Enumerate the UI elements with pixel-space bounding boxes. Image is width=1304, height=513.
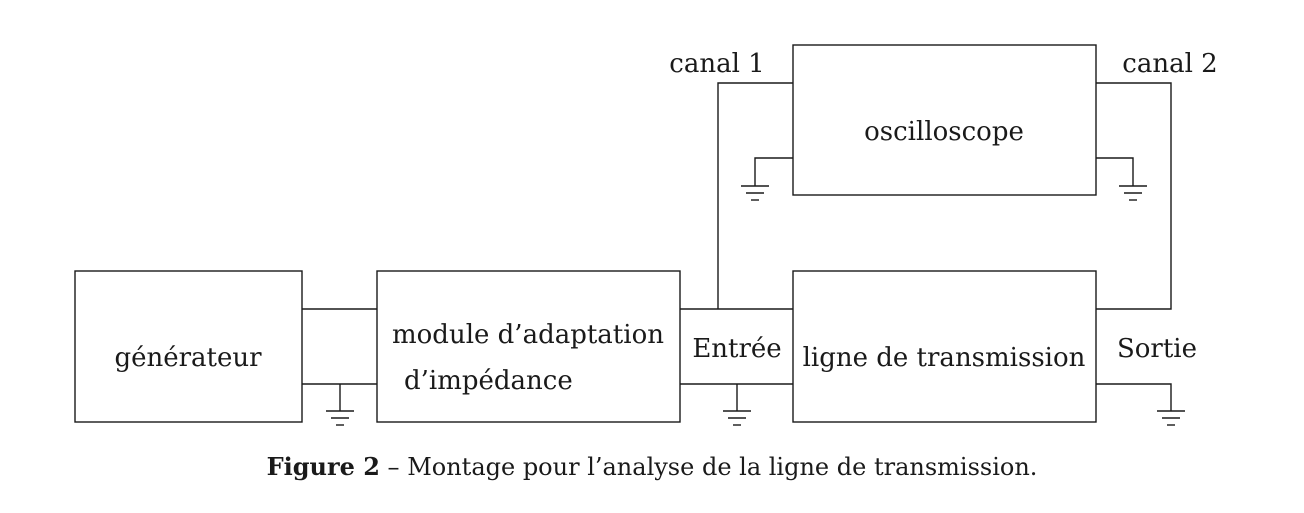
adapter-label-line2: d’impédance — [404, 366, 573, 396]
transmission-line-label: ligne de transmission — [803, 343, 1086, 373]
oscilloscope-label: oscilloscope — [864, 117, 1024, 147]
wire-channel1 — [717, 82, 793, 309]
generator-label: générateur — [114, 343, 262, 373]
ground-icon-generator — [326, 410, 354, 426]
caption-separator: – — [379, 453, 408, 481]
figure-caption: Figure 2 – Montage pour l’analyse de la … — [0, 452, 1304, 481]
ground-icon-scope-right — [1119, 185, 1147, 201]
generator-block — [74, 270, 303, 423]
ground-icon-output — [1157, 410, 1185, 426]
channel1-label: canal 1 — [669, 49, 764, 79]
output-label: Sortie — [1117, 334, 1197, 364]
oscilloscope-block — [792, 44, 1097, 196]
adapter-block — [376, 270, 681, 423]
transmission-line-block — [792, 270, 1097, 423]
figure-number: Figure 2 — [266, 452, 380, 481]
channel2-label: canal 2 — [1122, 49, 1217, 79]
adapter-label-line1: module d’adaptation — [392, 320, 664, 350]
wire-scope-right-ground — [1096, 157, 1134, 186]
ground-icon-scope-left — [741, 185, 769, 201]
ground-icon-input — [723, 410, 751, 426]
wire-scope-left-ground — [754, 157, 793, 186]
wire-channel2 — [1096, 82, 1172, 310]
wire-output-ground — [1096, 383, 1172, 411]
caption-text: Montage pour l’analyse de la ligne de tr… — [407, 453, 1038, 481]
input-label: Entrée — [692, 334, 781, 364]
